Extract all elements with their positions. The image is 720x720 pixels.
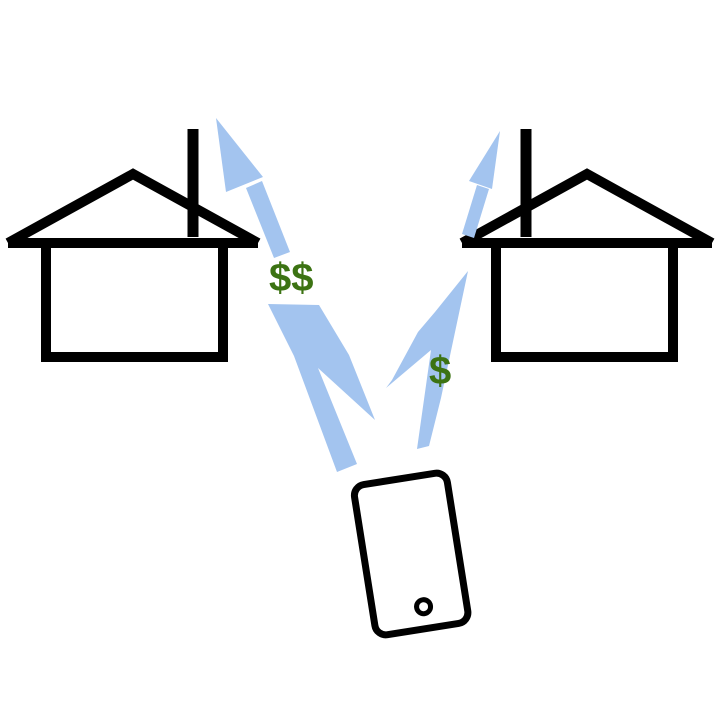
right-house-walls [491, 243, 678, 362]
right-bolt-upper-segment [462, 185, 489, 238]
right-signal-bolt-icon [386, 131, 500, 449]
left-bolt-arrowhead [216, 118, 263, 192]
right-bolt-lower-segment [386, 271, 468, 449]
left-bolt-upper-segment [246, 181, 290, 258]
left-house-walls [41, 243, 228, 362]
left-house-icon [5, 129, 261, 362]
right-house-icon [459, 129, 715, 362]
left-signal-bolt-icon [216, 118, 375, 472]
left-cost-label: $$ [269, 256, 314, 300]
right-bolt-arrowhead [469, 131, 500, 189]
smartphone-icon [350, 469, 472, 639]
smartphone-body [350, 469, 472, 639]
left-bolt-lower-segment [268, 304, 375, 472]
right-house-roof [459, 168, 715, 248]
left-house-roof [5, 168, 261, 248]
right-cost-label: $ [429, 349, 451, 393]
smartphone-home-button [414, 597, 434, 617]
